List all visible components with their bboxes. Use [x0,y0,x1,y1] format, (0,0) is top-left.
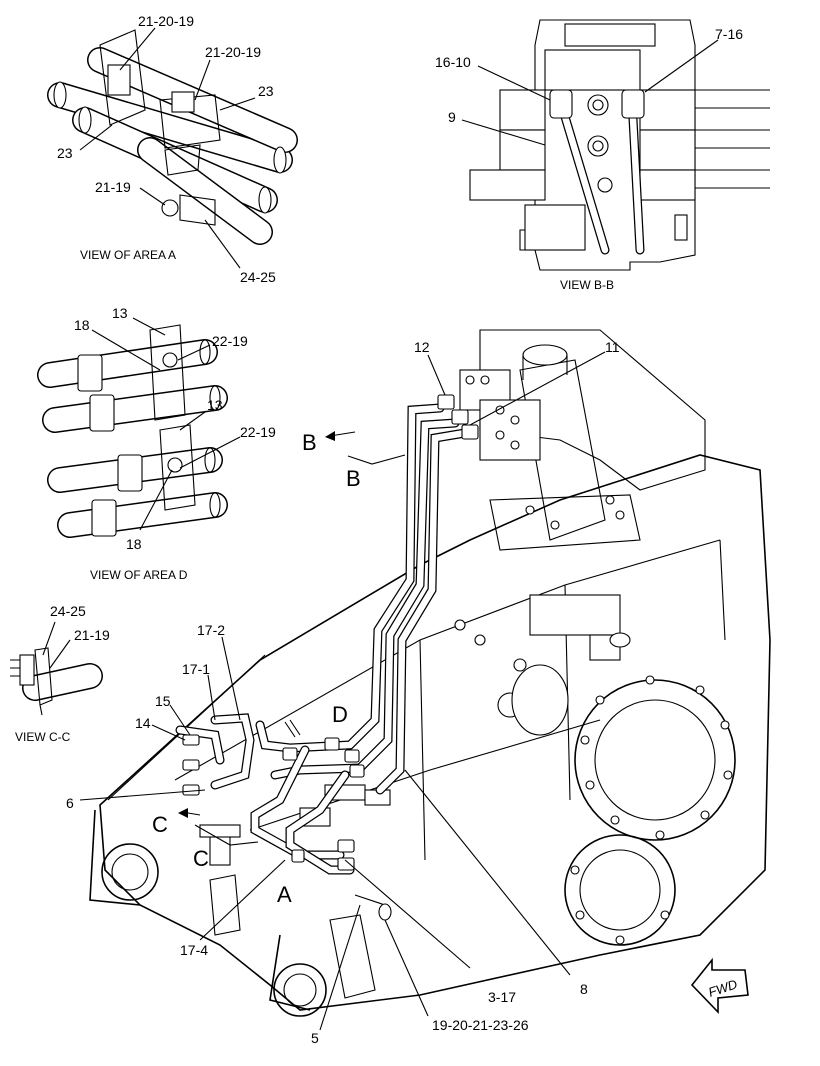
view-area-a [47,27,298,269]
view-area-d [37,317,241,538]
callout-d-18-top: 18 [74,317,90,333]
callout-d-18-bottom: 18 [126,536,142,552]
section-letter-c: C [193,846,209,871]
section-letter-b-arrow: B [302,430,317,455]
valve-bolts [465,375,625,530]
caption-view-area-d: VIEW OF AREA D [90,568,188,582]
caption-view-bb: VIEW B-B [560,278,614,292]
section-letter-b: B [346,466,361,491]
callout-a-21-19: 21-19 [95,179,131,195]
callout-17-2: 17-2 [197,622,225,638]
callout-6: 6 [66,795,74,811]
callout-bb-9: 9 [448,109,456,125]
ring-bolts [570,675,733,945]
callout-d-13-top: 13 [112,305,128,321]
section-letter-c-arrow: C [152,812,168,837]
callout-a-21-20-19-mid: 21-20-19 [205,44,261,60]
callout-19-20-21-23-26: 19-20-21-23-26 [432,1017,529,1033]
callout-5: 5 [311,1030,319,1046]
callout-d-22-19-mid: 22-19 [240,424,276,440]
callout-a-23-left: 23 [57,145,73,161]
callout-cc-21-19: 21-19 [74,627,110,643]
callout-12: 12 [414,339,430,355]
callout-17-4: 17-4 [180,942,208,958]
callout-cc-24-25: 24-25 [50,603,86,619]
callout-bb-16-10: 16-10 [435,54,471,70]
callout-a-23-right: 23 [258,83,274,99]
callout-11: 11 [605,339,620,355]
callout-14: 14 [135,715,151,731]
callout-15: 15 [155,693,171,709]
callout-3-17: 3-17 [488,989,516,1005]
callout-a-24-25: 24-25 [240,269,276,285]
section-letter-d: D [332,702,348,727]
callout-d-22-19-top: 22-19 [212,333,248,349]
fwd-arrow-icon [690,957,749,1014]
view-cc [10,621,103,716]
callout-8: 8 [580,981,588,997]
section-letter-a: A [277,882,292,907]
main-frame-assembly [79,329,771,1031]
callout-17-1: 17-1 [182,661,210,677]
callout-bb-7-16: 7-16 [715,26,743,42]
caption-view-area-a: VIEW OF AREA A [80,248,176,262]
callout-d-13-mid: 13 [207,397,223,413]
callout-a-21-20-19-top: 21-20-19 [138,13,194,29]
view-bb [461,19,770,271]
caption-view-cc: VIEW C-C [15,730,71,744]
